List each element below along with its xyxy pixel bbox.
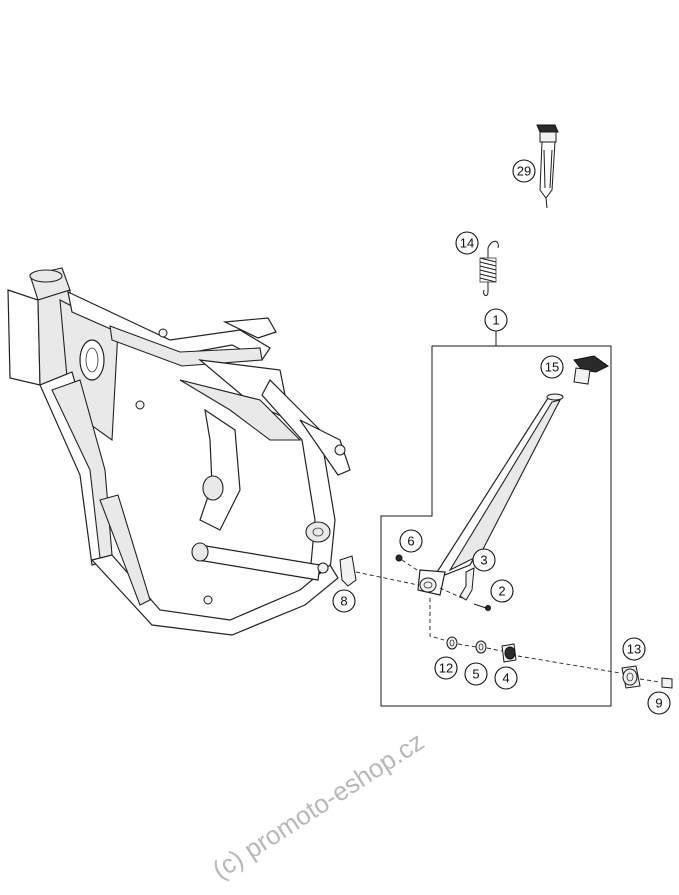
part-6-bolt xyxy=(395,554,421,573)
part-29-stand-tool xyxy=(536,124,559,209)
callout-2: 2 xyxy=(490,579,514,603)
svg-text:3: 3 xyxy=(480,553,487,568)
svg-text:12: 12 xyxy=(439,661,453,676)
part-14-spring xyxy=(479,240,499,297)
callout-12: 12 xyxy=(434,656,458,680)
watermark-text: (c) promoto-eshop.cz xyxy=(207,726,429,885)
svg-text:1: 1 xyxy=(492,313,499,328)
callout-8: 8 xyxy=(332,589,356,613)
callout-1: 1 xyxy=(484,308,508,332)
callout-29: 29 xyxy=(512,159,536,183)
callout-4: 4 xyxy=(494,666,518,690)
svg-text:29: 29 xyxy=(517,164,531,179)
callout-3: 3 xyxy=(472,548,496,572)
svg-text:14: 14 xyxy=(460,236,474,251)
callout-5: 5 xyxy=(464,662,488,686)
svg-text:5: 5 xyxy=(472,667,479,682)
assembly-outline-box xyxy=(380,330,612,707)
svg-text:8: 8 xyxy=(340,594,347,609)
callout-14: 14 xyxy=(455,231,479,255)
callout-6: 6 xyxy=(399,529,423,553)
callout-13: 13 xyxy=(622,637,646,661)
part-9-bolt xyxy=(661,677,673,689)
svg-text:2: 2 xyxy=(498,584,505,599)
side-stand-leg xyxy=(417,393,564,596)
svg-text:15: 15 xyxy=(545,360,559,375)
callout-15: 15 xyxy=(540,355,564,379)
part-2-screw xyxy=(473,603,491,611)
part-8-bushing xyxy=(339,555,419,587)
svg-text:4: 4 xyxy=(502,671,509,686)
part-12-washer xyxy=(446,636,458,650)
callout-9: 9 xyxy=(647,691,671,715)
svg-text:9: 9 xyxy=(655,696,662,711)
motorcycle-frame xyxy=(7,267,351,636)
svg-text:13: 13 xyxy=(627,642,641,657)
svg-text:6: 6 xyxy=(407,534,414,549)
pivot-axle-parts xyxy=(429,598,673,689)
part-3-bracket xyxy=(439,567,475,601)
part-15-foot-pad xyxy=(573,355,609,385)
part-5-washer xyxy=(475,640,487,654)
